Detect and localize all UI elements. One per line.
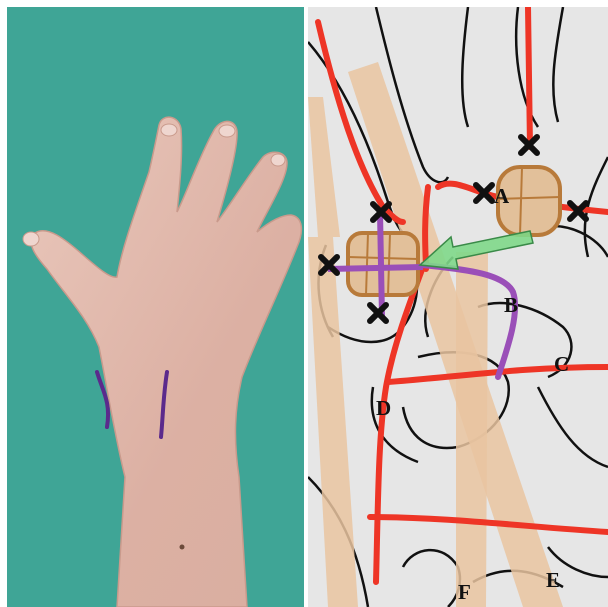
tendon-f (456, 252, 488, 607)
skin-mole (180, 545, 185, 550)
anatomy-diagram: A B C D E F (308, 7, 608, 607)
label-c: C (554, 352, 569, 376)
label-e: E (546, 568, 560, 592)
anatomy-diagram-panel: A B C D E F (308, 7, 608, 607)
hand-photo (7, 7, 304, 607)
label-f: F (458, 580, 471, 604)
hand-photo-panel (7, 7, 304, 607)
label-b: B (504, 293, 518, 317)
label-d: D (376, 396, 391, 420)
label-a: A (494, 184, 510, 208)
